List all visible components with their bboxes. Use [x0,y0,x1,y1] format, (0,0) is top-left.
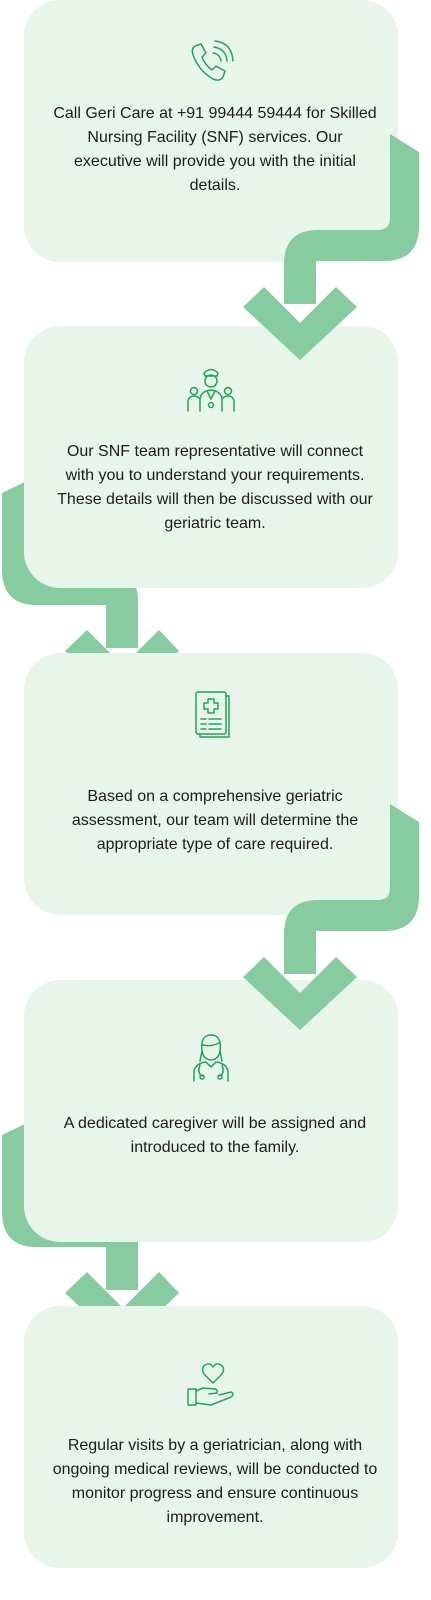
flow-arrow-right-1 [243,134,419,360]
phone-call-icon [184,36,238,90]
care-team-icon [184,362,238,416]
step-card-4: A dedicated caregiver will be assigned a… [24,980,398,1242]
step-text-3: Based on a comprehensive geriatric asses… [71,788,359,853]
step-card-2: Our SNF team representative will connect… [24,326,398,588]
step-card-1: Call Geri Care at +91 99444 59444 for Sk… [24,0,398,262]
heart-hand-icon [184,1358,238,1412]
medical-report-icon [184,686,238,740]
caregiver-nurse-icon [184,1030,238,1084]
step-card-5: Regular visits by a geriatrician, along … [24,1306,398,1568]
flow-arrow-right-2 [243,804,419,1030]
step-text-1: Call Geri Care at +91 99444 59444 for Sk… [53,105,377,194]
step-text-5: Regular visits by a geriatrician, along … [52,1437,378,1526]
step-text-4: A dedicated caregiver will be assigned a… [63,1115,367,1156]
step-card-3: Based on a comprehensive geriatric asses… [24,653,398,915]
step-text-2: Our SNF team representative will connect… [57,443,373,532]
